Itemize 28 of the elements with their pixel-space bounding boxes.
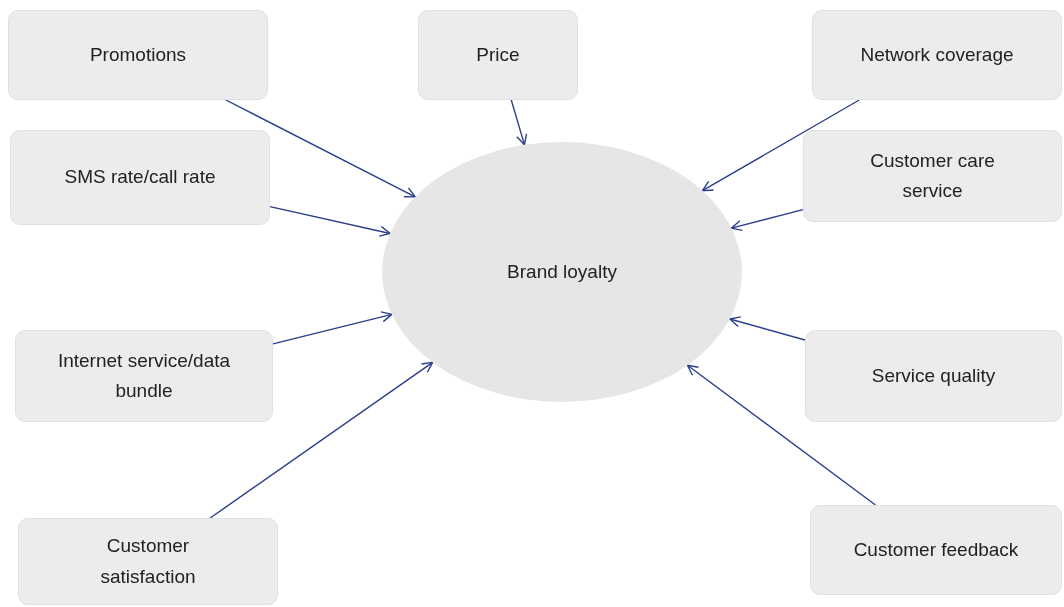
node-label: Customer feedback [853, 537, 1019, 562]
factor-box [8, 10, 268, 100]
arrow [729, 316, 806, 341]
node-label: SMS rate/call rate [64, 165, 216, 190]
arrow [701, 99, 860, 192]
factor-box [10, 130, 270, 225]
arrow [686, 364, 877, 506]
arrow [209, 361, 434, 519]
factor-box [15, 330, 273, 422]
arrow [269, 205, 391, 237]
factor-box [418, 10, 578, 100]
node-label: Service quality [871, 363, 996, 388]
node-label: Internet service/data bundle [56, 348, 232, 403]
node-label: Brand loyalty [507, 259, 617, 284]
arrow [510, 99, 528, 146]
node-label: Price [476, 42, 520, 67]
factor-box [18, 518, 278, 605]
arrow [225, 99, 416, 198]
node-label: Customer satisfaction [99, 534, 197, 589]
factor-box [803, 130, 1062, 222]
factor-box [810, 505, 1062, 595]
arrow [730, 208, 804, 232]
node-label: Customer care service [869, 148, 996, 203]
node-label: Network coverage [860, 42, 1014, 67]
factor-box [812, 10, 1062, 100]
node-label: Promotions [89, 42, 187, 67]
arrow [272, 311, 393, 345]
factor-box [805, 330, 1062, 422]
